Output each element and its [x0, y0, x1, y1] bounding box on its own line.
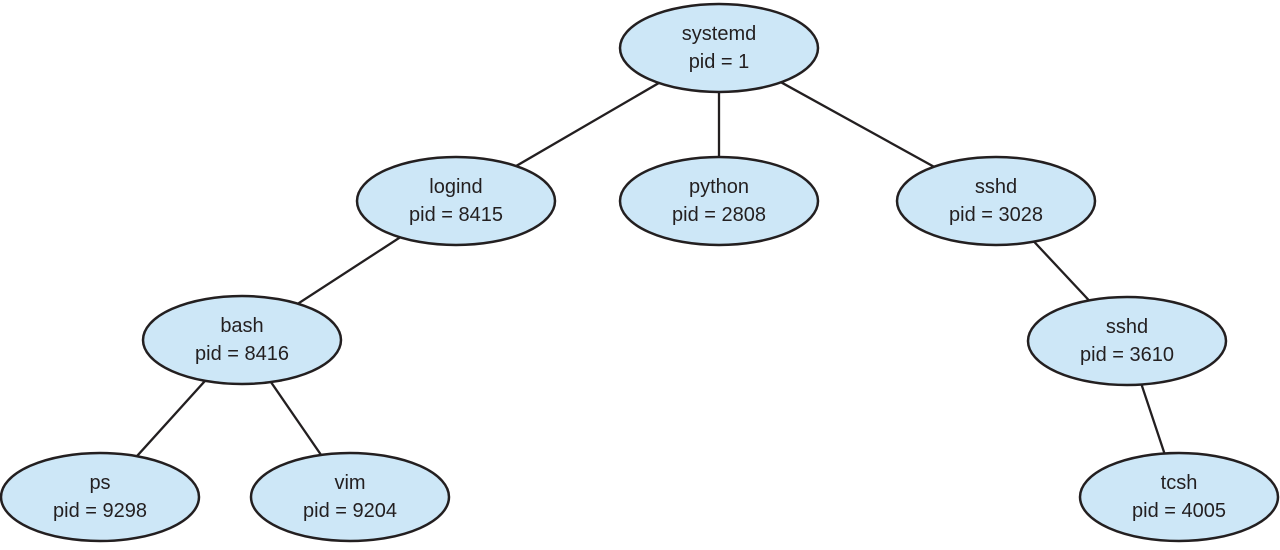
process-ellipse-systemd [618, 2, 820, 94]
process-node-python: python pid = 2808 [618, 155, 820, 247]
process-ellipse-tcsh [1078, 451, 1280, 543]
process-ellipse-sshd-3610 [1026, 295, 1228, 387]
process-name-label: tcsh [1161, 472, 1198, 494]
process-ellipse-vim [249, 451, 451, 543]
process-name-label: ps [89, 472, 110, 494]
process-name-label: sshd [1106, 316, 1148, 338]
process-ellipse-python [618, 155, 820, 247]
process-name-label: logind [429, 176, 482, 198]
process-pid-label: pid = 3610 [1080, 344, 1174, 366]
process-node-tcsh: tcsh pid = 4005 [1078, 451, 1280, 543]
process-node-ps: ps pid = 9298 [0, 451, 201, 543]
process-node-bash: bash pid = 8416 [141, 294, 343, 386]
process-ellipse-bash [141, 294, 343, 386]
process-pid-label: pid = 9204 [303, 500, 397, 522]
process-pid-label: pid = 1 [689, 51, 750, 73]
process-node-sshd-3610: sshd pid = 3610 [1026, 295, 1228, 387]
process-pid-label: pid = 3028 [949, 204, 1043, 226]
process-node-logind: logind pid = 8415 [355, 155, 557, 247]
process-name-label: bash [220, 315, 263, 337]
process-ellipse-ps [0, 451, 201, 543]
process-name-label: vim [334, 472, 365, 494]
process-pid-label: pid = 4005 [1132, 500, 1226, 522]
process-pid-label: pid = 2808 [672, 204, 766, 226]
edges-layer [99, 46, 1181, 498]
process-node-sshd-3028: sshd pid = 3028 [895, 155, 1097, 247]
process-ellipse-sshd-3028 [895, 155, 1097, 247]
process-name-label: python [689, 176, 749, 198]
process-name-label: systemd [682, 23, 756, 45]
process-name-label: sshd [975, 176, 1017, 198]
process-ellipse-logind [355, 155, 557, 247]
process-pid-label: pid = 8415 [409, 204, 503, 226]
process-pid-label: pid = 9298 [53, 500, 147, 522]
process-node-systemd: systemd pid = 1 [618, 2, 820, 94]
process-pid-label: pid = 8416 [195, 343, 289, 365]
process-node-vim: vim pid = 9204 [249, 451, 451, 543]
